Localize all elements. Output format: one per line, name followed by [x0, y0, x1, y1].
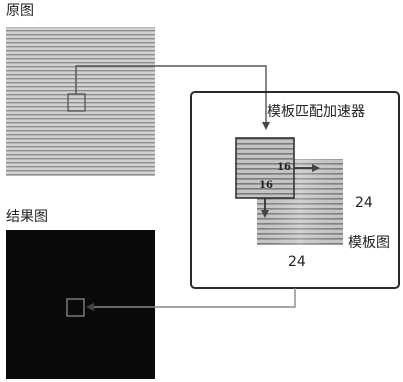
step-y-label: 16: [259, 180, 273, 191]
result-image-label: 结果图: [6, 206, 48, 226]
template-image-label: 模板图: [348, 232, 390, 252]
result-image: [6, 230, 155, 379]
template-height-label: 24: [288, 254, 306, 270]
original-image-label: 原图: [6, 0, 34, 20]
template-width-label: 24: [355, 195, 373, 211]
step-x-label: 16: [277, 162, 291, 173]
accelerator-label: 模板匹配加速器: [267, 101, 365, 121]
original-image: [6, 27, 155, 176]
